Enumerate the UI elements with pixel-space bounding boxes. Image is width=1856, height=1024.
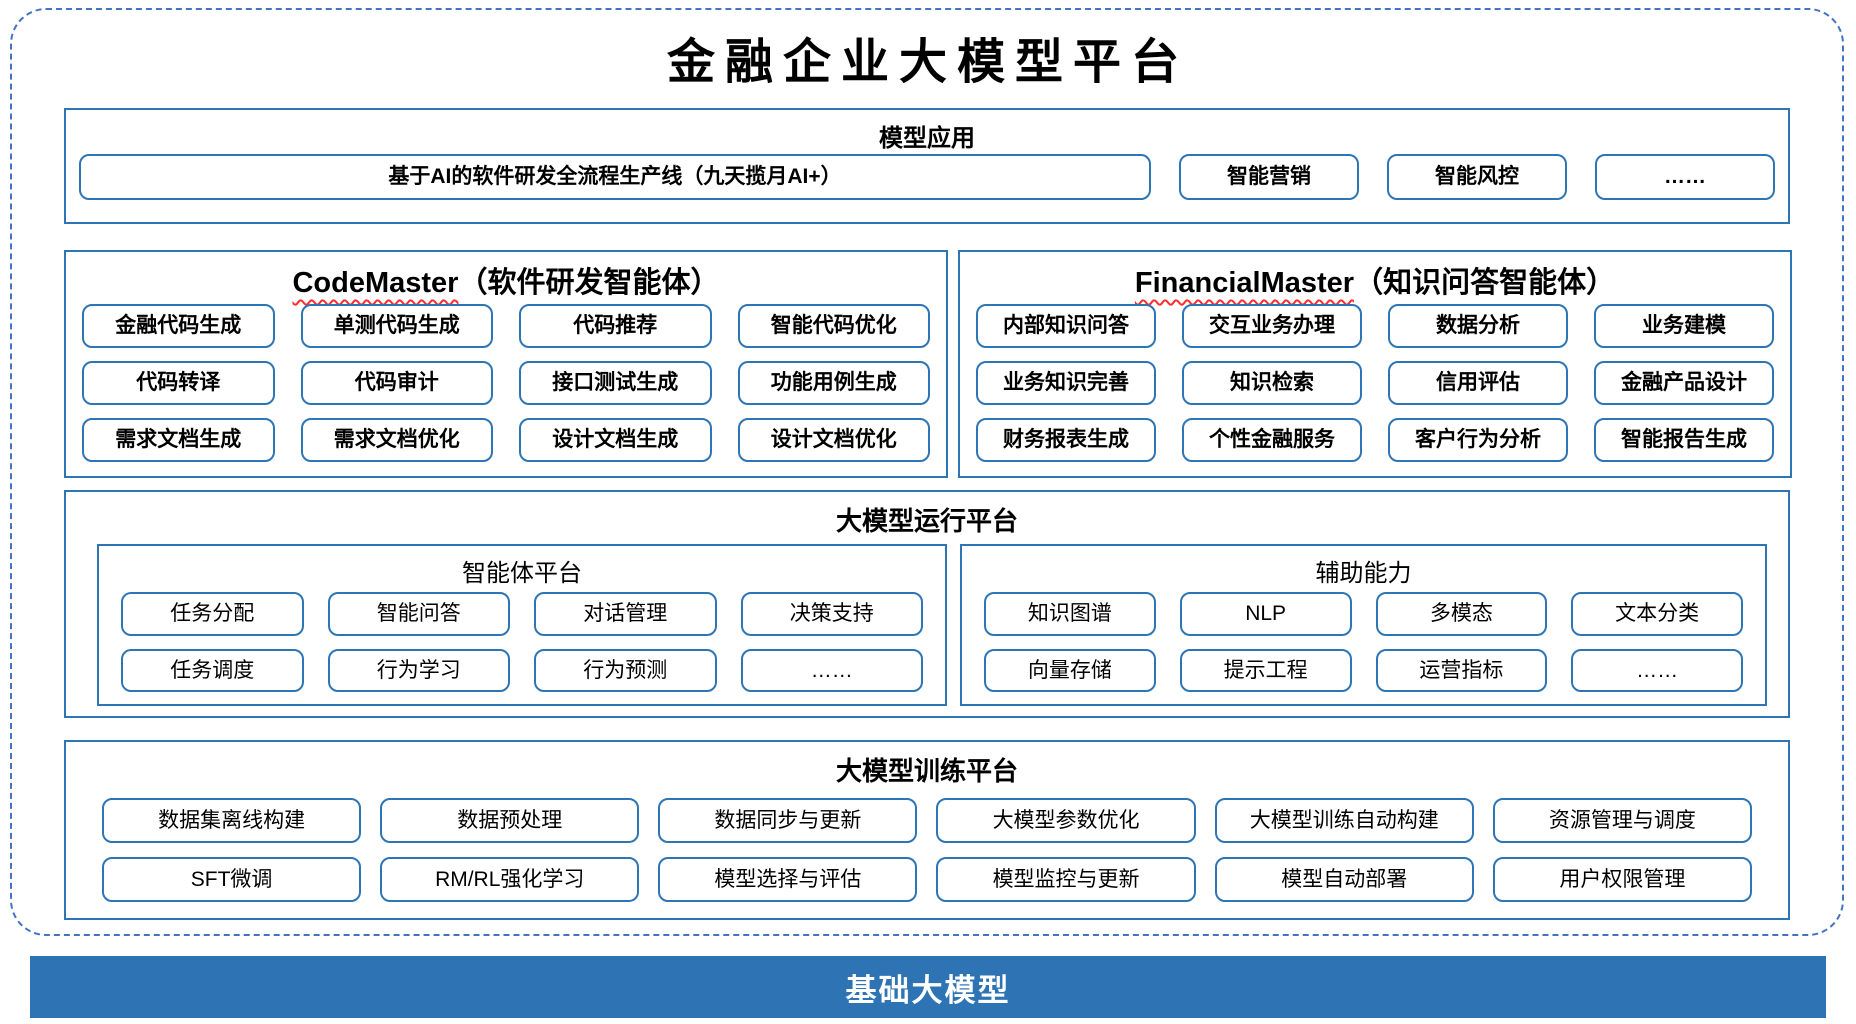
financial-master-name: FinancialMaster (1134, 267, 1355, 299)
item-box: 业务建模 (1594, 304, 1774, 348)
section-runtime-platform: 大模型运行平台 智能体平台 任务分配 智能问答 对话管理 决策支持 任务调度 行… (64, 490, 1790, 718)
item-box: 模型监控与更新 (936, 857, 1196, 902)
financial-master-subtitle: （知识问答智能体） (1354, 267, 1616, 299)
section-financial-master-title: FinancialMaster（知识问答智能体） (960, 259, 1790, 301)
code-master-subtitle: （软件研发智能体） (458, 267, 720, 299)
section-runtime-title: 大模型运行平台 (835, 506, 1018, 536)
item-box: 数据同步与更新 (658, 798, 918, 843)
item-box: 任务分配 (121, 592, 304, 636)
item-box: 单测代码生成 (300, 304, 493, 348)
item-box: 大模型训练自动构建 (1214, 798, 1474, 843)
pipeline-box: 基于AI的软件研发全流程生产线（九天揽月AI+） (79, 154, 1151, 200)
item-box: 设计文档生成 (519, 418, 712, 462)
item-box: 智能营销 (1179, 154, 1359, 200)
item-box: 金融产品设计 (1594, 361, 1774, 405)
item-box: 内部知识问答 (976, 304, 1156, 348)
aux-ability-title: 辅助能力 (1315, 560, 1412, 587)
item-box: 信用评估 (1388, 361, 1568, 405)
section-model-app-title: 模型应用 (879, 125, 975, 152)
item-box: 金融代码生成 (82, 304, 275, 348)
item-box: 多模态 (1375, 592, 1548, 636)
item-box: 资源管理与调度 (1492, 798, 1752, 843)
financial-master-grid: 内部知识问答 交互业务办理 数据分析 业务建模 业务知识完善 知识检索 信用评估… (976, 304, 1774, 462)
item-box: RM/RL强化学习 (380, 857, 640, 902)
item-box: 任务调度 (121, 648, 304, 692)
item-box: 决策支持 (740, 592, 923, 636)
code-master-name: CodeMaster (292, 267, 459, 299)
item-box: 知识图谱 (984, 592, 1156, 636)
item-box: 数据集离线构建 (102, 798, 362, 843)
section-code-master: CodeMaster（软件研发智能体） 金融代码生成 单测代码生成 代码推荐 智… (64, 250, 948, 478)
item-box: 智能风控 (1387, 154, 1567, 200)
item-box: NLP (1179, 592, 1352, 636)
item-box: 设计文档优化 (737, 418, 930, 462)
item-box: 用户权限管理 (1492, 857, 1752, 902)
item-box: 需求文档优化 (300, 418, 493, 462)
item-box-ellipsis: …… (740, 648, 923, 692)
section-training-title: 大模型训练平台 (835, 756, 1018, 786)
model-app-row: 基于AI的软件研发全流程生产线（九天揽月AI+） 智能营销 智能风控 …… (79, 154, 1775, 200)
item-box: 智能代码优化 (737, 304, 930, 348)
item-box: 客户行为分析 (1388, 418, 1568, 462)
item-box: 个性金融服务 (1182, 418, 1362, 462)
agent-platform-title: 智能体平台 (462, 560, 582, 587)
subsection-agent-platform: 智能体平台 任务分配 智能问答 对话管理 决策支持 任务调度 行为学习 行为预测… (97, 544, 947, 706)
base-model-bar: 基础大模型 (30, 956, 1826, 1018)
item-box: 知识检索 (1182, 361, 1362, 405)
item-box-ellipsis: …… (1571, 648, 1743, 692)
item-box: 对话管理 (534, 592, 717, 636)
outer-dashed-frame (10, 8, 1844, 936)
subsection-aux-ability: 辅助能力 知识图谱 NLP 多模态 文本分类 向量存储 提示工程 运营指标 …… (960, 544, 1767, 706)
item-box: 需求文档生成 (82, 418, 275, 462)
item-box: 大模型参数优化 (936, 798, 1196, 843)
item-box: 模型选择与评估 (658, 857, 918, 902)
training-grid: 数据集离线构建 数据预处理 数据同步与更新 大模型参数优化 大模型训练自动构建 … (102, 798, 1752, 902)
item-box: 交互业务办理 (1182, 304, 1362, 348)
item-box: 智能问答 (327, 592, 510, 636)
item-box: 代码转译 (82, 361, 275, 405)
item-box: 功能用例生成 (737, 361, 930, 405)
item-box: 运营指标 (1375, 648, 1548, 692)
item-box: 行为学习 (327, 648, 510, 692)
item-box: 业务知识完善 (976, 361, 1156, 405)
section-model-app: 模型应用 基于AI的软件研发全流程生产线（九天揽月AI+） 智能营销 智能风控 … (64, 108, 1790, 224)
item-box: 代码审计 (300, 361, 493, 405)
aux-ability-grid: 知识图谱 NLP 多模态 文本分类 向量存储 提示工程 运营指标 …… (984, 592, 1743, 692)
item-box: 财务报表生成 (976, 418, 1156, 462)
item-box: 向量存储 (984, 648, 1156, 692)
item-box: 数据分析 (1388, 304, 1568, 348)
item-box: 行为预测 (534, 648, 717, 692)
item-box-ellipsis: …… (1595, 154, 1775, 200)
section-financial-master: FinancialMaster（知识问答智能体） 内部知识问答 交互业务办理 数… (958, 250, 1792, 478)
item-box: 提示工程 (1179, 648, 1352, 692)
agent-platform-grid: 任务分配 智能问答 对话管理 决策支持 任务调度 行为学习 行为预测 …… (121, 592, 923, 692)
code-master-grid: 金融代码生成 单测代码生成 代码推荐 智能代码优化 代码转译 代码审计 接口测试… (82, 304, 930, 462)
item-box: 文本分类 (1571, 592, 1743, 636)
page-title: 金融企业大模型平台 (666, 34, 1189, 90)
item-box: 代码推荐 (519, 304, 712, 348)
item-box: 模型自动部署 (1214, 857, 1474, 902)
item-box: 数据预处理 (380, 798, 640, 843)
section-training-platform: 大模型训练平台 数据集离线构建 数据预处理 数据同步与更新 大模型参数优化 大模… (64, 740, 1790, 920)
item-box: 接口测试生成 (519, 361, 712, 405)
item-box: SFT微调 (102, 857, 362, 902)
item-box: 智能报告生成 (1594, 418, 1774, 462)
section-code-master-title: CodeMaster（软件研发智能体） (66, 259, 946, 301)
